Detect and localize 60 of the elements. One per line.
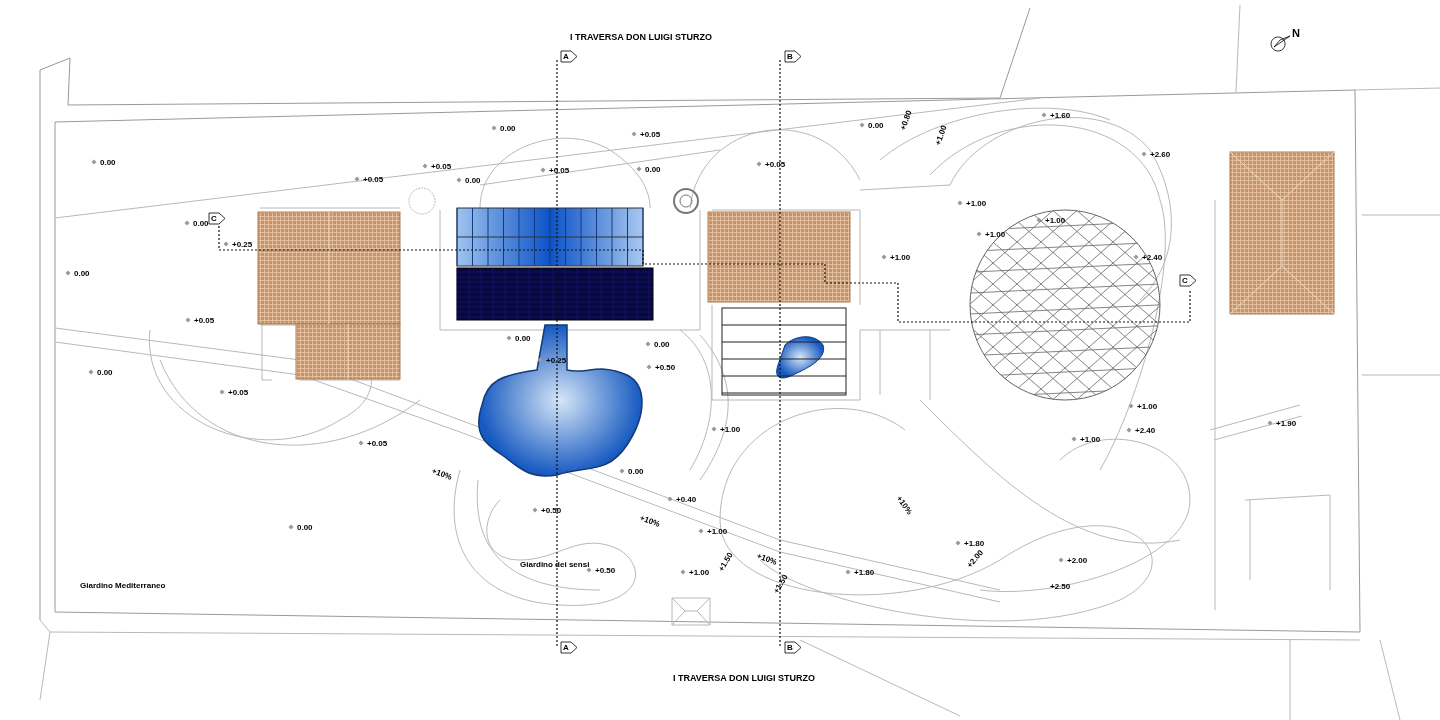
- street-name: I TRAVERSA DON LUIGI STURZO: [673, 674, 815, 683]
- spot-elevation: 0.00: [628, 468, 644, 476]
- spot-elevation: +1.90: [1276, 420, 1297, 428]
- spot-elevation: +0.05: [363, 176, 384, 184]
- north-label: N: [1292, 28, 1300, 39]
- area-label: Giardino Mediterraneo: [80, 582, 166, 590]
- spot-elevation: 0.00: [654, 341, 670, 349]
- spot-elevation: 0.00: [645, 166, 661, 174]
- spot-elevation: +0.50: [595, 567, 616, 575]
- spot-elevation: +1.00: [1045, 217, 1066, 225]
- spot-elevation: +0.25: [546, 357, 567, 365]
- spot-elevation: +0.50: [541, 507, 562, 515]
- elevation-label: +10%: [430, 467, 453, 482]
- spot-elevation: +2.60: [1150, 151, 1171, 159]
- spot-elevation: +1.00: [720, 426, 741, 434]
- spot-elevation: +2.40: [1142, 254, 1163, 262]
- spot-elevation: +1.00: [890, 254, 911, 262]
- spot-elevation: +0.05: [549, 167, 570, 175]
- spot-elevation: +0.05: [765, 161, 786, 169]
- spot-elevation: +0.05: [367, 440, 388, 448]
- spot-elevation: 0.00: [465, 177, 481, 185]
- spot-elevation: +1.00: [689, 569, 710, 577]
- spot-elevation: 0.00: [297, 524, 313, 532]
- spot-elevation: +2.00: [1067, 557, 1088, 565]
- section-mark: B: [787, 52, 793, 61]
- spot-elevation: +0.05: [228, 389, 249, 397]
- spot-elevation: 0.00: [868, 122, 884, 130]
- elevation-label: +10%: [638, 514, 661, 529]
- spot-elevation: +0.05: [194, 317, 215, 325]
- spot-elevation: 0.00: [193, 220, 209, 228]
- spot-elevation: +0.40: [676, 496, 697, 504]
- section-mark: A: [563, 643, 569, 652]
- elevation-label: +10%: [755, 552, 778, 567]
- spot-elevation: 0.00: [500, 125, 516, 133]
- spot-elevation: +1.80: [854, 569, 875, 577]
- spot-elevation: 0.00: [100, 159, 116, 167]
- spot-elevation: +1.00: [1080, 436, 1101, 444]
- elevation-label: +1.00: [934, 124, 949, 147]
- spot-elevation: +0.25: [232, 241, 253, 249]
- spot-elevation: +1.60: [1050, 112, 1071, 120]
- spot-elevation: +1.80: [964, 540, 985, 548]
- elevation-label: +2.50: [1050, 583, 1071, 591]
- spot-elevation: +1.00: [707, 528, 728, 536]
- section-mark: A: [563, 52, 569, 61]
- spot-elevation: +1.00: [966, 200, 987, 208]
- spot-elevation: +0.50: [655, 364, 676, 372]
- elevation-label: +0.80: [899, 109, 914, 132]
- spot-elevation: 0.00: [97, 369, 113, 377]
- spot-elevation: +0.05: [640, 131, 661, 139]
- section-mark: C: [211, 214, 217, 223]
- spot-elevation: +1.00: [1137, 403, 1158, 411]
- area-label: Giardino dei sensi: [520, 561, 590, 569]
- section-mark: B: [787, 643, 793, 652]
- spot-elevation: +2.40: [1135, 427, 1156, 435]
- spot-elevation: +0.05: [431, 163, 452, 171]
- spot-elevation: +1.00: [985, 231, 1006, 239]
- spot-elevation: 0.00: [74, 270, 90, 278]
- spot-elevation: 0.00: [515, 335, 531, 343]
- section-mark: C: [1182, 276, 1188, 285]
- street-name: I TRAVERSA DON LUIGI STURZO: [570, 33, 712, 42]
